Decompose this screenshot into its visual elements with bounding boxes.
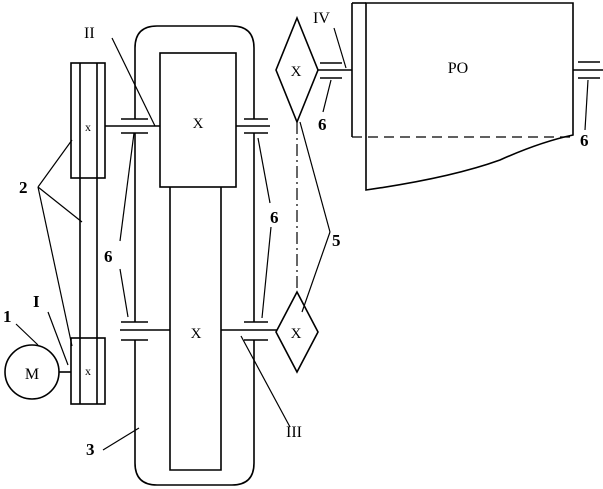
gear-lower-mark: X [191, 326, 202, 342]
label-shaft-IV: IV [313, 10, 330, 27]
label-1: 1 [3, 307, 12, 326]
motor: M [4, 344, 71, 400]
label-2: 2 [19, 178, 28, 197]
motor-label: M [25, 366, 39, 383]
label-6-mid: 6 [270, 208, 279, 227]
shaft-II [100, 118, 270, 134]
gear-upper-mark: X [193, 116, 204, 132]
shaft-IV [318, 62, 352, 79]
label-3: 3 [86, 440, 95, 459]
gear-lower: X [169, 187, 222, 471]
label-shaft-III: III [286, 424, 302, 441]
gearbox-housing [134, 25, 255, 486]
label-5: 5 [332, 231, 341, 250]
labels: 1 I 2 3 II III IV 5 6 6 6 6 [3, 10, 589, 459]
leader-lines [15, 27, 589, 451]
sprocket-lower-mark: X [291, 326, 302, 342]
working-body: PO [351, 2, 603, 191]
shaft-III [120, 321, 277, 341]
label-shaft-II: II [84, 25, 95, 42]
label-shaft-I: I [33, 292, 40, 311]
pulley-lower-mark: x [85, 364, 91, 378]
sprocket-upper-mark: X [291, 64, 302, 80]
gear-upper: X [159, 52, 237, 188]
working-body-label: PO [448, 60, 468, 77]
label-6-top: 6 [318, 115, 327, 134]
label-6-left: 6 [104, 247, 113, 266]
pulley-upper-mark: x [85, 120, 91, 134]
chain-drive: X X [275, 15, 319, 374]
belt-drive: x x [70, 62, 106, 405]
label-6-right: 6 [580, 131, 589, 150]
